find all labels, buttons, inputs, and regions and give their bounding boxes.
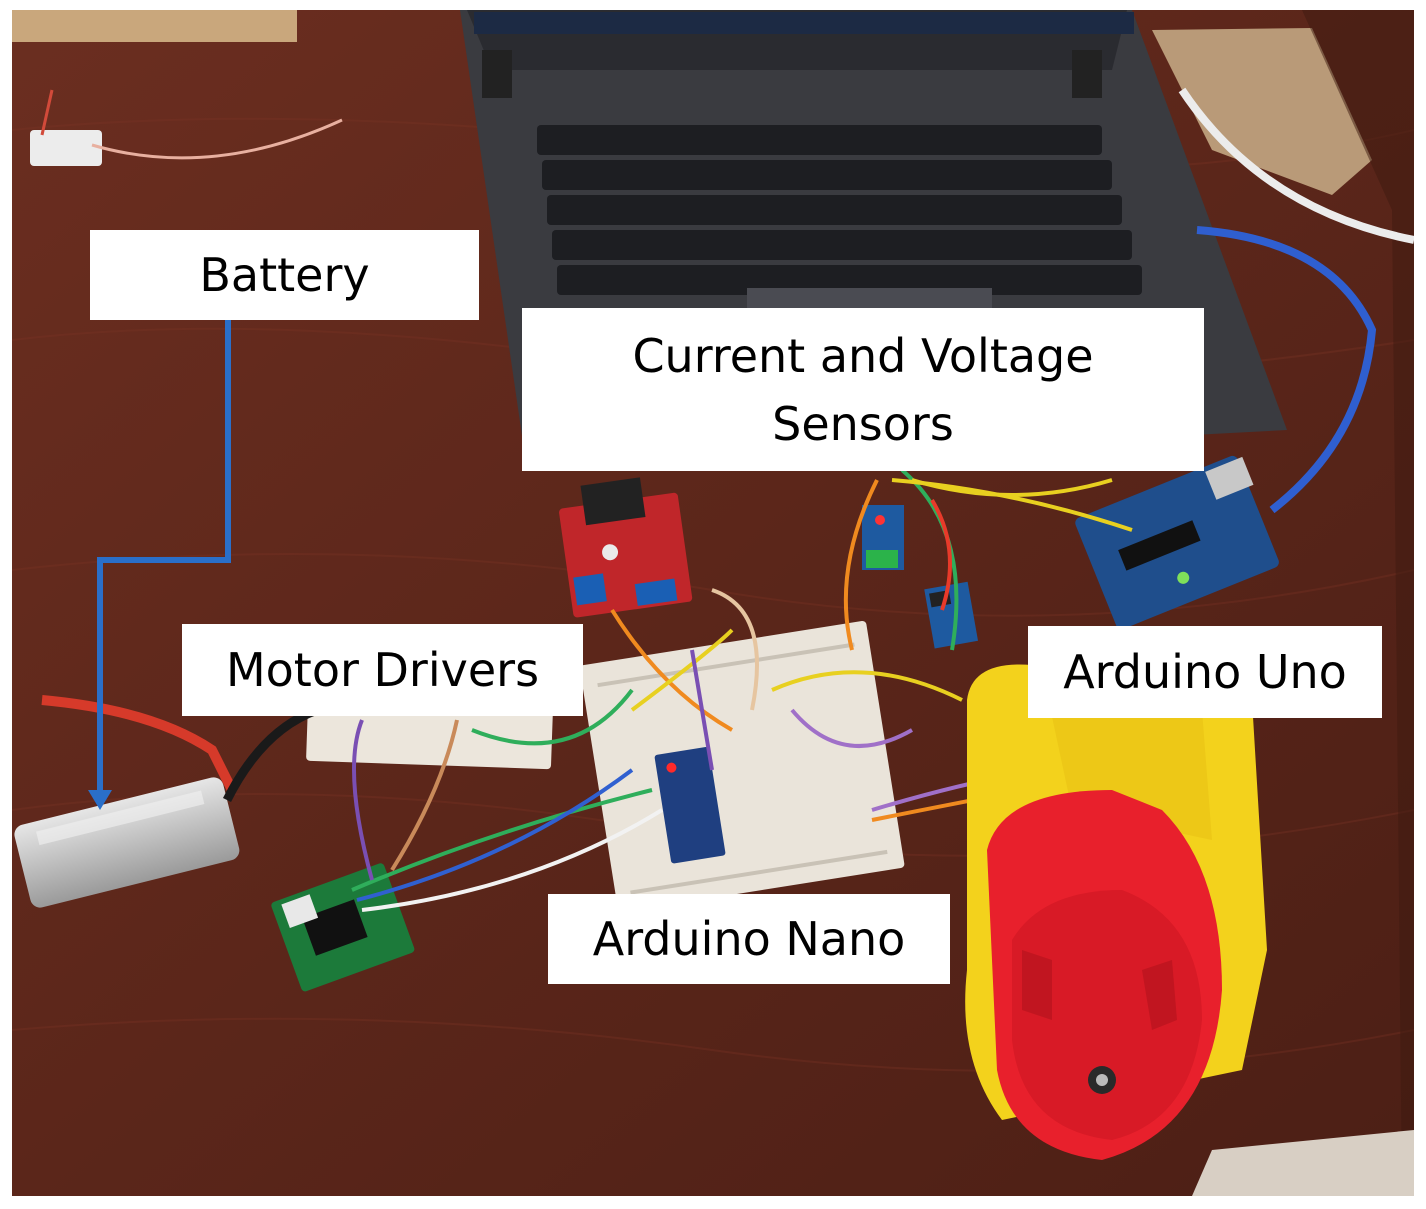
battery-arrow (97, 310, 231, 805)
floor-corner (1302, 10, 1414, 1196)
cardboard-box (12, 10, 297, 42)
arduino-nano-board (654, 746, 726, 864)
label-sensors-line1: Current and Voltage (632, 328, 1094, 383)
white-cable (1178, 87, 1414, 244)
pink-wire (91, 118, 343, 160)
arduino-uno-board (1075, 455, 1279, 630)
lipo-battery (14, 777, 240, 908)
motor-driver-board (559, 477, 693, 618)
battery-wire-red (41, 695, 237, 793)
label-arduino-uno: Arduino Uno (1028, 626, 1382, 718)
white-connector (30, 130, 102, 166)
label-sensors-text: Current and Voltage Sensors (632, 322, 1093, 458)
scene (12, 10, 1414, 1196)
label-current-voltage-sensors: Current and Voltage Sensors (522, 308, 1204, 471)
floor-tile (1192, 1130, 1414, 1196)
touchpad (747, 288, 992, 308)
arrow-head (88, 790, 112, 810)
small-breadboard (306, 700, 553, 770)
keyboard (537, 125, 1142, 295)
laptop-hinge-right (1072, 50, 1102, 98)
label-sensors-line2: Sensors (772, 396, 954, 451)
laptop-hinge-left (482, 50, 512, 98)
label-motor-drivers: Motor Drivers (182, 624, 583, 716)
label-arduino-uno-text: Arduino Uno (1063, 645, 1347, 699)
usb-cable (1196, 226, 1377, 514)
label-arduino-nano-text: Arduino Nano (592, 912, 906, 966)
label-arduino-nano: Arduino Nano (548, 894, 950, 984)
red-wire-small (40, 89, 54, 136)
label-battery-text: Battery (199, 248, 370, 302)
label-battery: Battery (90, 230, 479, 320)
photo: Battery Current and Voltage Sensors Moto… (12, 10, 1414, 1196)
current-sensor (862, 505, 904, 570)
main-breadboard (579, 620, 905, 913)
cloth-bag (1152, 28, 1372, 195)
label-motor-drivers-text: Motor Drivers (225, 643, 540, 697)
motor-housing (965, 664, 1267, 1160)
